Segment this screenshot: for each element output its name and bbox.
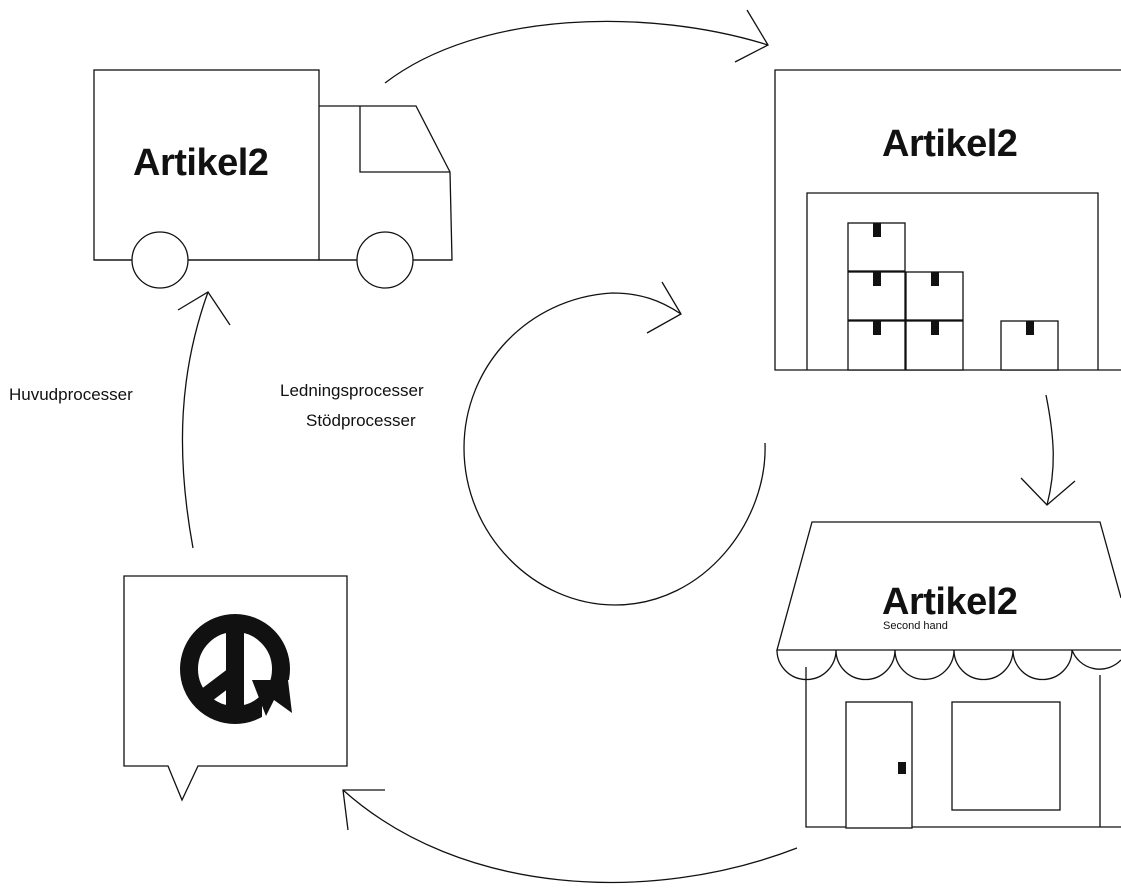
truck-rear-wheel bbox=[131, 231, 189, 289]
shop-front-wall bbox=[805, 667, 1121, 828]
delivery-truck: Artikel2 bbox=[93, 69, 453, 289]
awning-scallops bbox=[776, 649, 1121, 681]
arrow-head bbox=[1020, 477, 1076, 506]
warehouse-brand: Artikel2 bbox=[882, 123, 1017, 165]
label-support-processes: Stödprocesser bbox=[306, 411, 416, 430]
truck-front-wheel bbox=[356, 231, 414, 289]
arrow-bubble-to-truck bbox=[181, 291, 209, 549]
peace-recycle-logo-icon bbox=[180, 614, 302, 724]
cycle-arrows bbox=[177, 9, 1076, 884]
arrow-warehouse-to-shop bbox=[1045, 394, 1054, 506]
truck-cargo-box bbox=[93, 69, 320, 261]
box bbox=[905, 271, 964, 321]
shop-brand: Artikel2 bbox=[882, 581, 1017, 623]
label-main-processes: Huvudprocesser bbox=[9, 385, 133, 404]
shop-tagline: Second hand bbox=[883, 620, 948, 632]
truck-brand: Artikel2 bbox=[133, 142, 268, 184]
label-management-processes: Ledningsprocesser bbox=[280, 381, 424, 400]
warehouse: Artikel2 bbox=[774, 69, 1121, 371]
arrow-shop-to-bubble bbox=[342, 789, 798, 884]
arrow-head bbox=[734, 9, 769, 63]
arrow-head bbox=[646, 281, 682, 334]
arrow-head bbox=[177, 291, 231, 326]
warehouse-door bbox=[806, 192, 1099, 370]
shop-window bbox=[951, 701, 1061, 811]
speech-bubble bbox=[123, 575, 348, 802]
central-loop bbox=[463, 292, 766, 606]
central-cycle-arrow bbox=[463, 281, 766, 606]
arrow-truck-to-warehouse bbox=[384, 20, 769, 84]
stacked-boxes bbox=[847, 222, 1059, 371]
truck-window bbox=[359, 106, 450, 173]
second-hand-shop: Artikel2 Second hand bbox=[776, 521, 1121, 829]
arrow-head bbox=[342, 789, 385, 831]
shop-awning bbox=[776, 521, 1121, 651]
door-handle bbox=[898, 762, 906, 774]
